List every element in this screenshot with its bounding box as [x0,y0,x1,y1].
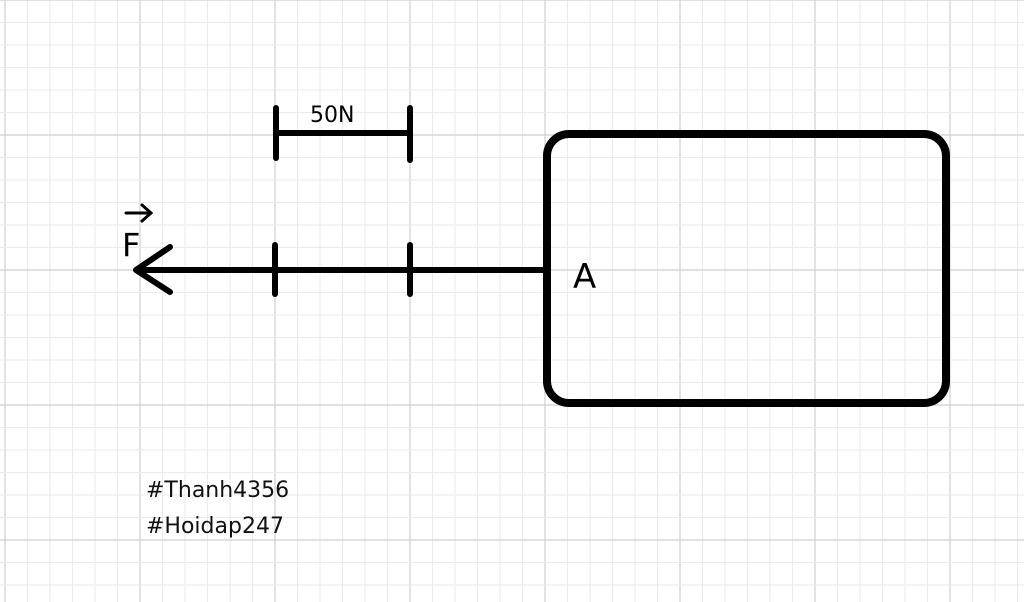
object-box [543,130,950,407]
point-label: A [573,257,596,297]
force-label: F [122,226,140,264]
tag-author: #Thanh4356 [146,478,290,503]
tag-source: #Hoidap247 [146,514,284,539]
vector-arrow-icon [124,203,154,223]
scale-bar [273,105,413,163]
scale-label: 50N [310,103,354,128]
force-arrow [133,242,549,297]
